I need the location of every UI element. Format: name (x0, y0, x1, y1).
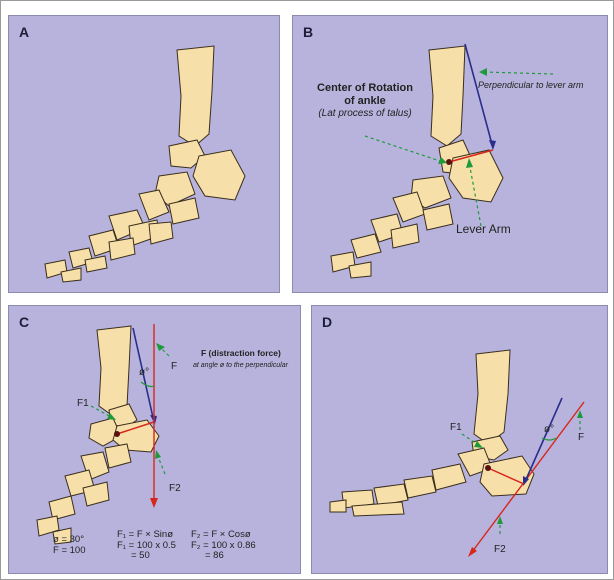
guide-lever-arm (468, 161, 482, 227)
center-title: Center of Rotation (317, 82, 413, 94)
panel-b-label: B (303, 24, 314, 40)
f-label: F (578, 432, 585, 443)
formula-line: F = 100 (53, 544, 86, 556)
formula-f2: F₂ = F × Cosø F₂ = 100 x 0.86 = 86 (191, 529, 256, 562)
panel-d: D F ø° F1 F2 (311, 305, 608, 574)
formula-line: F₂ = F × Cosø (191, 529, 251, 540)
formula-line: = 86 (205, 550, 224, 561)
foot-skeleton-a (44, 45, 246, 283)
f2-vector (471, 401, 585, 553)
center-title-2: of ankle (344, 95, 386, 107)
f-label: F (171, 361, 178, 372)
angle-label: ø° (139, 367, 150, 378)
f-subdescription: at angle ø to the perpendicular (193, 362, 288, 369)
lever-arm-line (116, 421, 155, 435)
formula-line: = 50 (131, 550, 150, 561)
foot-skeleton-d (329, 349, 585, 557)
f2-label: F2 (494, 544, 506, 555)
force-line (464, 43, 494, 149)
angle-arc (140, 381, 155, 388)
f2-label: F2 (169, 483, 181, 494)
lever-arm-line (448, 149, 494, 163)
formula-f1: F₁ = F × Sinø F₁ = 100 x 0.5 = 50 (117, 529, 176, 562)
distraction-force-line (523, 397, 563, 485)
panel-c: C F (distractio (8, 305, 301, 574)
lever-arm-label: Lever Arm (456, 222, 511, 236)
tibia (176, 45, 215, 147)
angle-label: ø° (544, 424, 555, 435)
lever-arm-line (487, 467, 525, 485)
panel-a: A (8, 15, 280, 293)
center-of-rotation-marker (446, 159, 452, 165)
distraction-force-line (132, 327, 155, 423)
perpendicular-label: Perpendicular to lever arm (478, 80, 584, 90)
panel-c-label: C (19, 314, 30, 330)
angle-arc (541, 437, 557, 441)
f-description: F (distraction force) (201, 348, 281, 358)
formula-line: F₂ = 100 x 0.86 (191, 539, 256, 551)
calcaneus (192, 149, 246, 201)
panel-d-label: D (322, 314, 333, 330)
panel-a-label: A (19, 24, 30, 40)
f1-label: F1 (77, 398, 89, 409)
formula-line: F₁ = 100 x 0.5 (117, 539, 176, 551)
panel-b: B Perpendicular to lever arm Center of (292, 15, 608, 293)
formula-inputs: ø = 30° F = 100 (53, 534, 86, 556)
f1-label: F1 (450, 422, 462, 433)
formula-line: F₁ = F × Sinø (117, 529, 173, 540)
foot-skeleton-c (36, 324, 170, 545)
formula-line: ø = 30° (53, 534, 84, 545)
center-subtitle: (Lat process of talus) (318, 108, 412, 119)
foot-skeleton-b (330, 43, 554, 279)
guide-perpendicular (482, 71, 554, 75)
guide-center (364, 135, 444, 163)
